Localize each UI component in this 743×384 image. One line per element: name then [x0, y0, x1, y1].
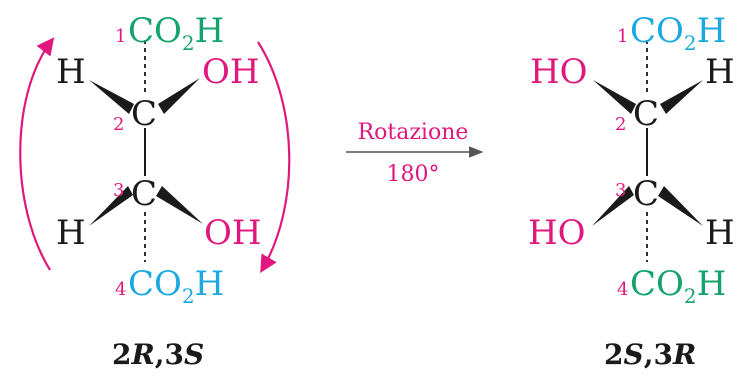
- carbon-number-2: 2: [113, 114, 124, 135]
- carbon-number-1: 1: [617, 26, 628, 47]
- rotation-arrow-group: Rotazione 180°: [346, 120, 484, 187]
- arrow-label-top: Rotazione: [358, 120, 469, 145]
- carbon-3: C: [131, 174, 157, 214]
- bottom-carboxyl-group: CO2H: [630, 264, 726, 308]
- wedge-c3-h: [89, 186, 133, 226]
- hydroxyl-c2: OH: [202, 52, 260, 92]
- carbon-2: C: [633, 94, 659, 134]
- wedge-c3-ho: [592, 186, 634, 226]
- bottom-carboxyl-group: CO2H: [128, 264, 224, 308]
- carbon-2: C: [131, 94, 157, 134]
- wedge-c2-oh: [158, 78, 200, 114]
- hydroxyl-c3: HO: [528, 213, 586, 253]
- right-molecule: 1 CO2H 2 C HO H 3 C HO H 4 CO2H 2S,3R: [528, 11, 735, 371]
- wedge-c2-ho: [593, 80, 636, 114]
- right-configuration-label: 2S,3R: [604, 338, 696, 371]
- carbon-number-2: 2: [615, 114, 626, 135]
- hydroxyl-c3: OH: [204, 213, 262, 253]
- carbon-number-4: 4: [617, 279, 628, 300]
- hydrogen-c3: H: [705, 213, 735, 253]
- hydrogen-c2: H: [56, 52, 86, 92]
- hydroxyl-c2: HO: [530, 52, 588, 92]
- left-rotation-arrow: [19, 37, 55, 271]
- right-rotation-arrow: [257, 41, 291, 274]
- carbon-3: C: [633, 174, 659, 214]
- top-carboxyl-group: CO2H: [630, 11, 726, 55]
- left-configuration-label: 2R,3S: [112, 338, 204, 371]
- top-carboxyl-group: CO2H: [128, 11, 224, 55]
- left-molecule: 1 CO2H 2 C H OH 3 C H OH 4 CO2H 2R,3S: [19, 11, 291, 371]
- wedge-c2-h: [660, 80, 703, 114]
- carbon-number-3: 3: [113, 180, 124, 201]
- carbon-number-3: 3: [615, 180, 626, 201]
- wedge-c3-oh: [156, 186, 203, 224]
- wedge-c2-h: [89, 80, 134, 114]
- wedge-c3-h: [658, 186, 703, 226]
- hydrogen-c2: H: [705, 52, 735, 92]
- carbon-number-4: 4: [115, 279, 126, 300]
- arrow-label-bottom: 180°: [387, 162, 440, 187]
- carbon-number-1: 1: [115, 26, 126, 47]
- hydrogen-c3: H: [56, 213, 86, 253]
